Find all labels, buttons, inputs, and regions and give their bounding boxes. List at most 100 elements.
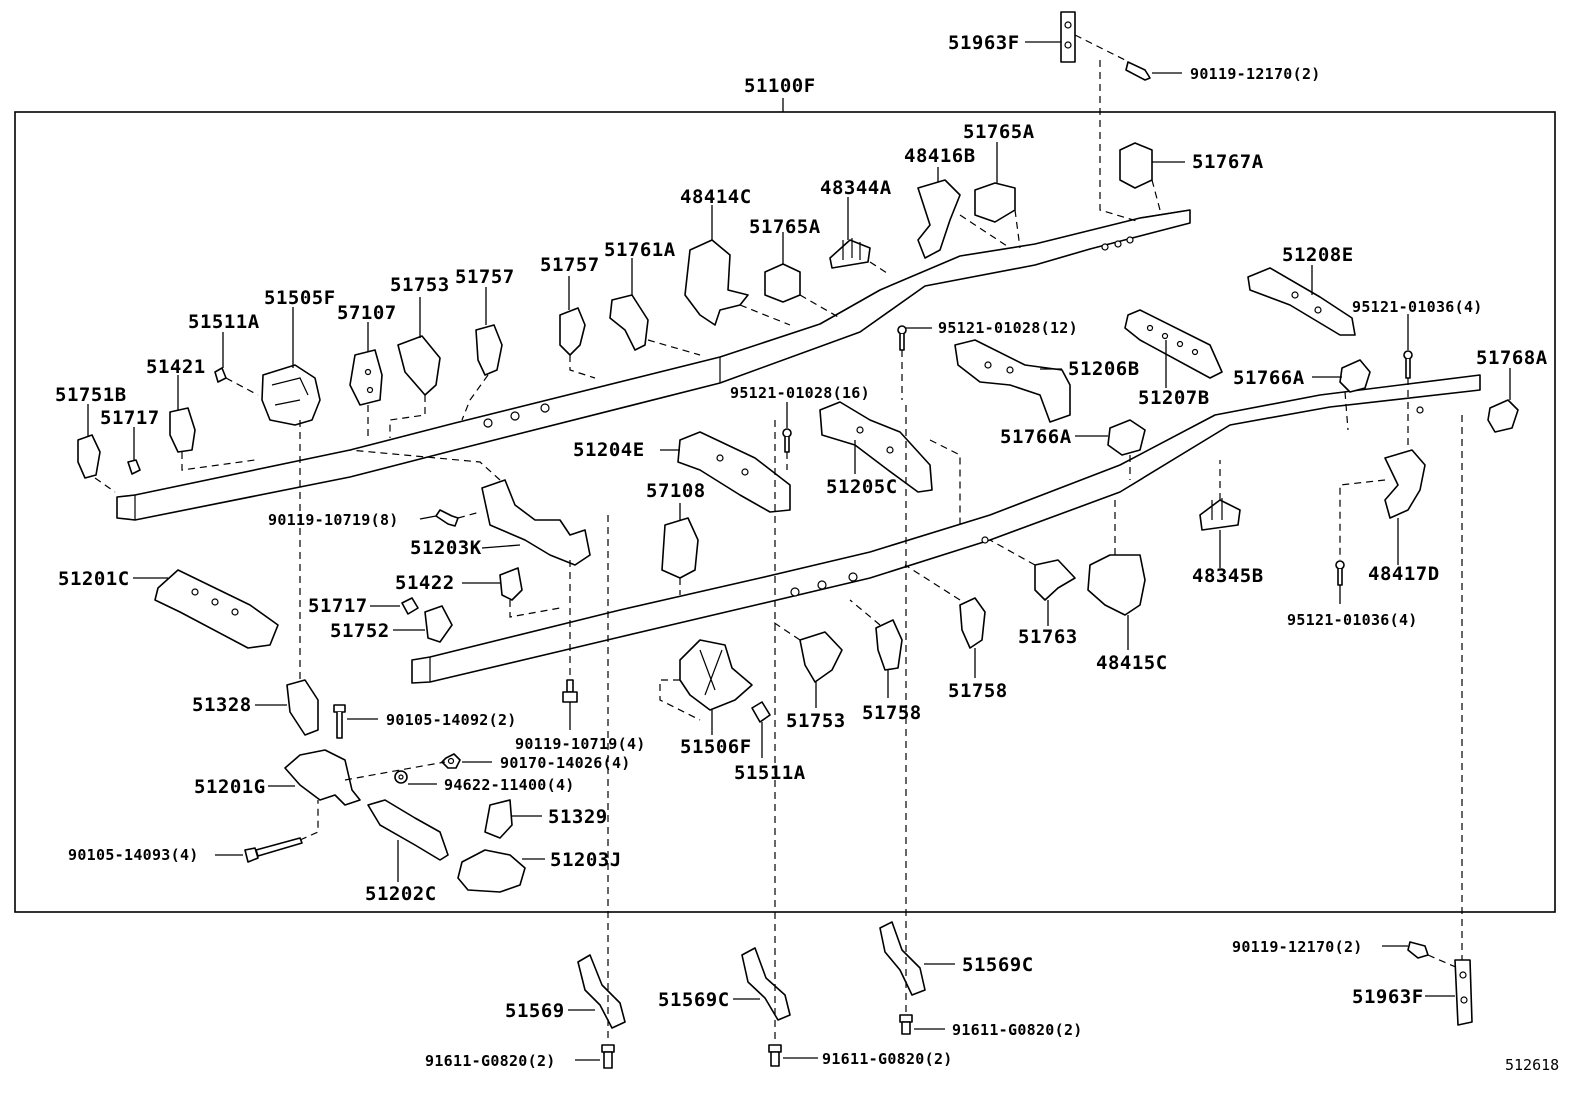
part-label[interactable]: 51203J xyxy=(550,849,622,871)
part-label[interactable]: 95121-01028(12) xyxy=(938,319,1078,337)
clip-51717-top[interactable] xyxy=(127,459,141,475)
clip-51717-bot[interactable] xyxy=(401,597,419,615)
part-label[interactable]: 90105-14093(4) xyxy=(68,846,199,864)
part-label[interactable]: 51766A xyxy=(1000,426,1072,448)
bracket-51758-a[interactable] xyxy=(959,597,986,649)
part-label[interactable]: 51204E xyxy=(573,439,645,461)
bracket-51761a[interactable] xyxy=(609,294,649,351)
bracket-51422[interactable] xyxy=(499,567,523,601)
crossmember-51204e[interactable] xyxy=(677,431,791,513)
left-frame-rail[interactable] xyxy=(116,209,1191,521)
part-label[interactable]: 51717 xyxy=(100,407,160,429)
part-label[interactable]: 48415C xyxy=(1096,652,1168,674)
part-label[interactable]: 51768A xyxy=(1476,347,1548,369)
part-label[interactable]: 51505F xyxy=(264,287,336,309)
part-label[interactable]: 90119-12170(2) xyxy=(1232,938,1363,956)
part-label[interactable]: 51717 xyxy=(308,595,368,617)
bracket-51505f[interactable] xyxy=(261,364,321,426)
part-label[interactable]: 51202C xyxy=(365,883,437,905)
part-label[interactable]: 90119-10719(8) xyxy=(268,511,399,529)
bolt-91611-g0820-left[interactable] xyxy=(601,1044,615,1069)
plate-51511a-bot[interactable] xyxy=(751,701,771,723)
part-label[interactable]: 51422 xyxy=(395,572,455,594)
part-label[interactable]: 51766A xyxy=(1233,367,1305,389)
part-label[interactable]: 51761A xyxy=(604,239,676,261)
plate-51511a-top[interactable] xyxy=(214,367,227,383)
bolt-90119-12170-bot[interactable] xyxy=(1407,941,1429,959)
crossmember-51202c[interactable] xyxy=(367,799,449,861)
part-label[interactable]: 51569C xyxy=(962,954,1034,976)
part-label[interactable]: 48414C xyxy=(680,186,752,208)
part-label[interactable]: 90119-10719(4) xyxy=(515,735,646,753)
part-label[interactable]: 51203K xyxy=(410,537,482,559)
part-label[interactable]: 48416B xyxy=(904,145,976,167)
bracket-51757-b[interactable] xyxy=(475,324,503,376)
part-label[interactable]: 91611-G0820(2) xyxy=(952,1021,1083,1039)
part-label[interactable]: 51763 xyxy=(1018,626,1078,648)
bracket-51752[interactable] xyxy=(424,605,453,643)
bracket-48416b[interactable] xyxy=(917,179,961,259)
clamp-51569c-right[interactable] xyxy=(879,921,926,996)
part-label[interactable]: 51757 xyxy=(455,266,515,288)
part-label[interactable]: 51208E xyxy=(1282,244,1354,266)
part-label[interactable]: 51421 xyxy=(146,356,206,378)
bracket-57107[interactable] xyxy=(349,349,383,406)
bracket-51328[interactable] xyxy=(286,679,319,736)
bracket-51753-top[interactable] xyxy=(397,335,441,396)
mount-51767a[interactable] xyxy=(1119,142,1153,189)
part-label[interactable]: 51963F xyxy=(1352,986,1424,1008)
bracket-51768a[interactable] xyxy=(1487,399,1519,433)
bolt-91611-g0820-mid[interactable] xyxy=(768,1044,782,1067)
part-label[interactable]: 48345B xyxy=(1192,565,1264,587)
crossmember-51207b[interactable] xyxy=(1124,309,1223,379)
strap-51963f-top[interactable] xyxy=(1060,11,1076,63)
bracket-48344a[interactable] xyxy=(829,238,871,269)
part-label[interactable]: 51752 xyxy=(330,620,390,642)
bracket-51751b[interactable] xyxy=(77,434,101,479)
bracket-51201g[interactable] xyxy=(284,749,361,806)
part-label[interactable]: 95121-01036(4) xyxy=(1287,611,1418,629)
part-label[interactable]: 48344A xyxy=(820,177,892,199)
bracket-51766a-left[interactable] xyxy=(1107,419,1146,456)
crossmember-51201c[interactable] xyxy=(154,569,279,649)
part-label[interactable]: 95121-01036(4) xyxy=(1352,298,1483,316)
part-label[interactable]: 51328 xyxy=(192,694,252,716)
part-label[interactable]: 90170-14026(4) xyxy=(500,754,631,772)
part-label[interactable]: 57107 xyxy=(337,302,397,324)
bolt-90119-10719-4[interactable] xyxy=(562,679,578,703)
bolt-90105-14093[interactable] xyxy=(244,837,303,863)
part-label[interactable]: 51206B xyxy=(1068,358,1140,380)
bracket-51421[interactable] xyxy=(169,407,196,453)
bracket-48414c[interactable] xyxy=(684,239,749,326)
part-label[interactable]: 51765A xyxy=(749,216,821,238)
crossmember-51206b[interactable] xyxy=(954,339,1071,423)
part-label[interactable]: 51511A xyxy=(188,311,260,333)
part-label[interactable]: 48417D xyxy=(1368,563,1440,585)
bolt-95121-01028-12[interactable] xyxy=(897,325,907,351)
part-label[interactable]: 51753 xyxy=(390,274,450,296)
part-label[interactable]: 51201G xyxy=(194,776,266,798)
part-label[interactable]: 51753 xyxy=(786,710,846,732)
clamp-51569[interactable] xyxy=(577,954,626,1029)
bracket-51757-a[interactable] xyxy=(559,307,586,356)
part-label[interactable]: 51201C xyxy=(58,568,130,590)
part-label[interactable]: 51963F xyxy=(948,32,1020,54)
strap-51963f-bot[interactable] xyxy=(1454,959,1473,1026)
part-label[interactable]: 91611-G0820(2) xyxy=(425,1052,556,1070)
nut-90170-14026[interactable] xyxy=(441,753,461,769)
crossmember-51208e[interactable] xyxy=(1247,267,1356,336)
part-label[interactable]: 57108 xyxy=(646,480,706,502)
part-label[interactable]: 51751B xyxy=(55,384,127,406)
bracket-51329[interactable] xyxy=(484,799,513,839)
bolt-90119-10719-8[interactable] xyxy=(435,509,459,527)
bolt-90119-12170-top[interactable] xyxy=(1125,61,1151,81)
bracket-57108[interactable] xyxy=(661,517,699,579)
bolt-95121-01036-bot[interactable] xyxy=(1335,560,1345,586)
mount-51765a-mid[interactable] xyxy=(764,263,801,303)
bolt-90105-14092[interactable] xyxy=(333,704,346,739)
bracket-51758-b[interactable] xyxy=(875,619,903,671)
right-frame-rail[interactable] xyxy=(411,374,1481,684)
part-label[interactable]: 90105-14092(2) xyxy=(386,711,517,729)
washer-94622-11400[interactable] xyxy=(394,770,408,784)
bracket-51753-bot[interactable] xyxy=(799,631,843,683)
